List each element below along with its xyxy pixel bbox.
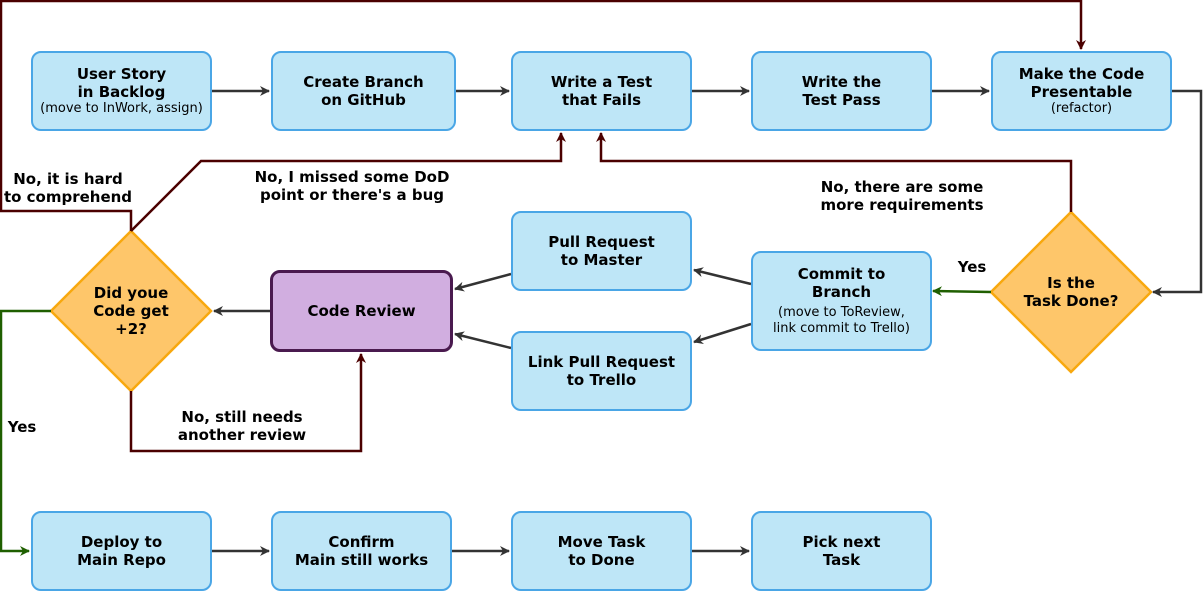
node-presentable-sub: (refactor): [1050, 101, 1113, 116]
edge-label-yes-plus-two: Yes: [7, 418, 37, 436]
node-pull-request: Pull Request to Master: [511, 211, 692, 291]
node-write-test: Write a Test that Fails: [511, 51, 692, 131]
node-commit-sub: (move to ToReview, link commit to Trello…: [773, 305, 910, 336]
node-user-story-title: User Story in Backlog: [76, 65, 167, 101]
edge-label-no-dod: No, I missed some DoD point or there's a…: [254, 168, 450, 204]
arrow-no-requirements: [596, 132, 1073, 212]
node-user-story: User Story in Backlog (move to InWork, a…: [31, 51, 212, 131]
decision-plus-two-label: Did youe Code get +2?: [93, 284, 169, 338]
node-link-pr-title: Link Pull Request to Trello: [527, 353, 676, 389]
arrow-pr-to-review: [454, 272, 512, 292]
node-pick-next-title: Pick next Task: [802, 533, 881, 569]
decision-task-done-label: Is the Task Done?: [1023, 274, 1119, 310]
node-create-branch-title: Create Branch on GitHub: [303, 73, 424, 109]
arrow-commit-to-linkpr: [693, 322, 752, 345]
node-confirm-title: Confirm Main still works: [294, 533, 429, 569]
node-link-pr: Link Pull Request to Trello: [511, 331, 692, 411]
node-commit: Commit to Branch (move to ToReview, link…: [751, 251, 932, 351]
node-move-done-title: Move Task to Done: [557, 533, 646, 569]
edge-label-no-review: No, still needs another review: [177, 408, 307, 444]
edge-label-no-comprehend: No, it is hard to comprehend: [3, 170, 133, 206]
node-pick-next: Pick next Task: [751, 511, 932, 591]
arrow-commit-to-pr: [693, 267, 752, 286]
node-pull-request-title: Pull Request to Master: [548, 233, 655, 269]
edge-label-yes-done: Yes: [957, 258, 987, 276]
arrow-presentable-to-taskdone: [1152, 89, 1203, 297]
node-deploy-title: Deploy to Main Repo: [77, 533, 166, 569]
node-code-review: Code Review: [270, 270, 453, 352]
node-presentable-title: Make the Code Presentable: [1018, 65, 1145, 101]
arrow-no-dod: [130, 132, 566, 232]
node-deploy: Deploy to Main Repo: [31, 511, 212, 591]
arrow-linkpr-to-review: [454, 331, 512, 350]
node-write-pass: Write the Test Pass: [751, 51, 932, 131]
decision-task-done-shape: [989, 210, 1153, 374]
arrow-yes-deploy: [0, 309, 51, 556]
node-code-review-title: Code Review: [307, 302, 416, 320]
node-confirm: Confirm Main still works: [271, 511, 452, 591]
node-write-test-title: Write a Test that Fails: [550, 73, 653, 109]
arrow-no-comprehend: [0, 0, 1086, 231]
node-presentable: Make the Code Presentable (refactor): [991, 51, 1172, 131]
node-move-done: Move Task to Done: [511, 511, 692, 591]
arrow-yes-taskdone-to-commit: [932, 286, 992, 297]
node-write-pass-title: Write the Test Pass: [801, 73, 882, 109]
arrow-no-review: [129, 353, 366, 453]
edge-label-no-requirements: No, there are some more requirements: [820, 178, 984, 214]
node-user-story-sub: (move to InWork, assign): [40, 101, 203, 116]
node-create-branch: Create Branch on GitHub: [271, 51, 456, 131]
node-commit-title: Commit to Branch: [797, 265, 886, 301]
